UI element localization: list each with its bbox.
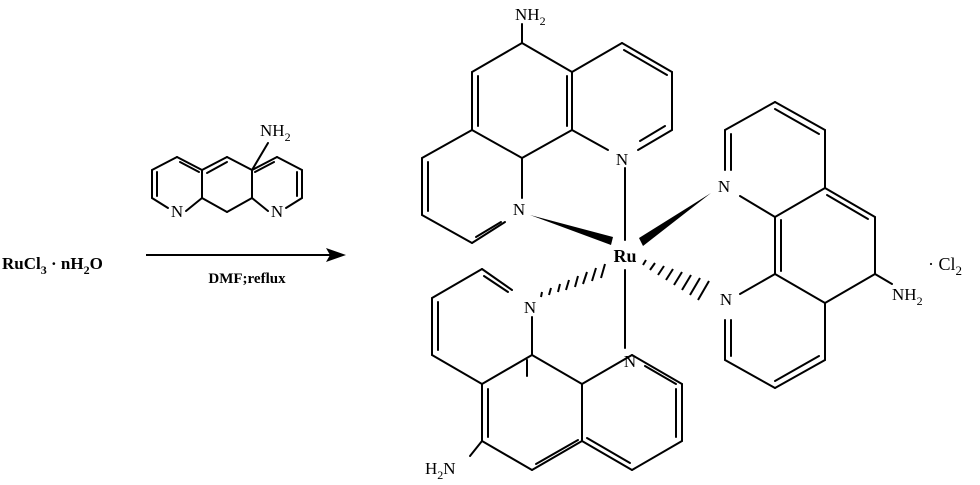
reagent-formula: RuCl3 · nH2O [2,254,103,277]
n-atom-label: N [513,200,525,219]
n-atom-label: N [171,202,183,221]
coordination-bonds [530,167,711,349]
amine-label: H2N [425,459,456,482]
ligand-right [724,101,893,389]
amine-label: NH2 [515,5,546,28]
n-atom-label: N [616,150,628,169]
n-atom-label: N [271,202,283,221]
amine-label: NH2 [892,285,923,308]
ligand-top [421,23,673,244]
reaction-arrow [146,248,346,262]
n-atom-label: N [524,298,536,317]
ligand-phenanthroline [151,142,303,213]
ligand-bottom [431,268,683,471]
metal-center-label: Ru [613,246,636,266]
n-atom-label: N [718,177,730,196]
amine-label: NH2 [260,121,291,144]
counterion-label: · Cl2 [928,254,962,278]
n-atom-label: N [720,290,732,309]
reaction-condition: DMF;reflux [208,271,286,287]
n-atom-label: N [624,352,636,371]
